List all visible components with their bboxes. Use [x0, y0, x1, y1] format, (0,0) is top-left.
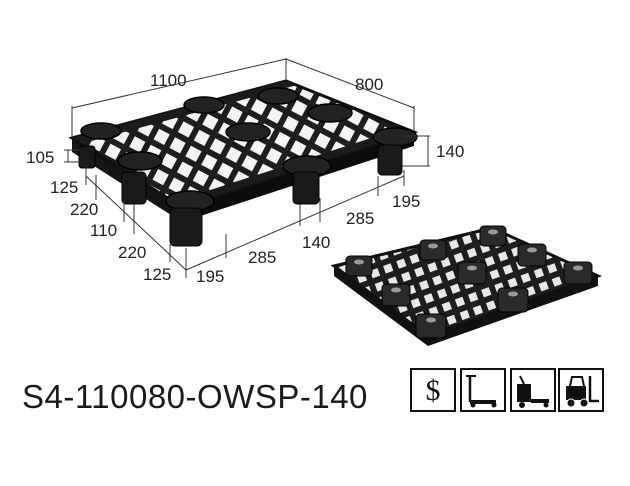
front-side-dimension-3: 140	[302, 233, 330, 252]
left-side-dimension-4: 220	[118, 243, 146, 262]
front-side-dimension-1: 195	[196, 267, 224, 286]
left-side-dimension-5: 125	[143, 265, 171, 284]
height-dimension: 140	[436, 142, 464, 161]
front-side-dimension-4: 285	[346, 209, 374, 228]
left-side-dimension-2: 220	[70, 200, 98, 219]
hand-pallet-jack-icon	[460, 368, 506, 412]
front-side-dimension-2: 285	[248, 248, 276, 267]
electric-pallet-truck-icon	[510, 368, 556, 412]
deck-thickness-dimension: 105	[26, 148, 54, 167]
dimension-labels: 1100 800 140 105 125 220 110 220 125 195…	[26, 71, 464, 286]
dimension-lines	[64, 58, 430, 278]
left-side-dimension-1: 125	[50, 178, 78, 197]
main-pallet-drawing	[68, 79, 419, 247]
dollar-symbol: $	[426, 374, 441, 407]
price-dollar-icon: $	[410, 368, 456, 412]
length-dimension: 1100	[150, 71, 187, 90]
left-side-dimension-3: 110	[90, 221, 117, 240]
width-dimension: 800	[355, 75, 383, 94]
pallet-photo	[330, 225, 603, 346]
model-code: S4-110080-OWSP-140	[22, 378, 368, 415]
front-side-dimension-5: 195	[392, 192, 420, 211]
forklift-icon	[558, 368, 604, 412]
